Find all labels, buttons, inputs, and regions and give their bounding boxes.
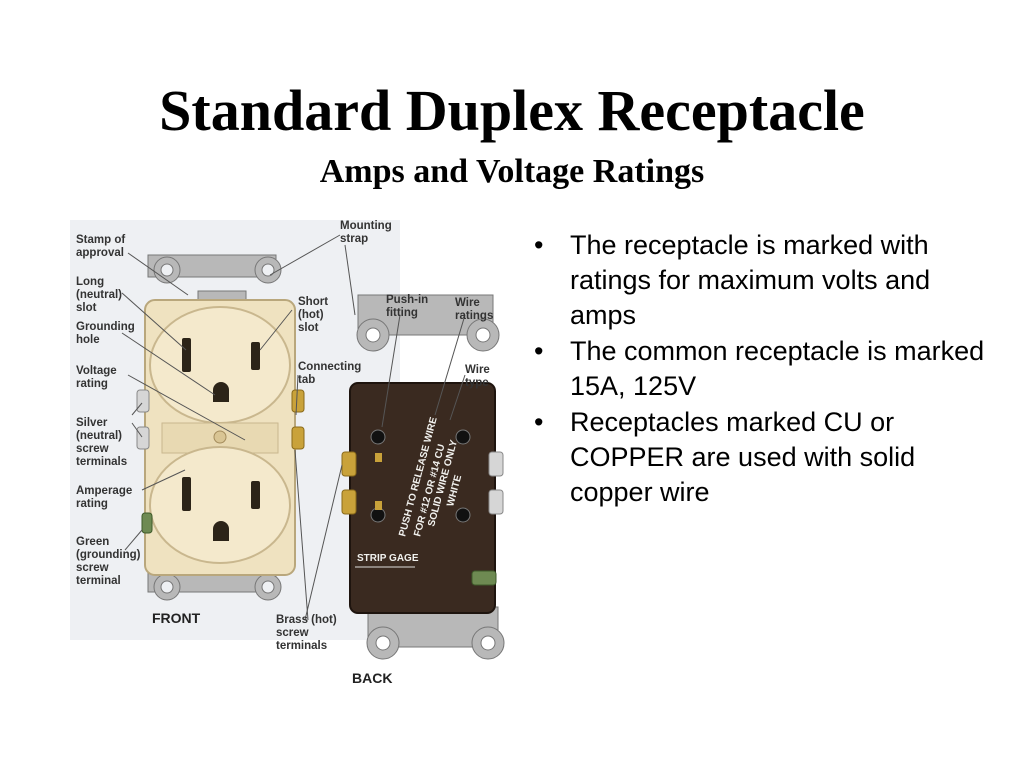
bullet-dot: • xyxy=(534,407,544,437)
label-voltage-rating: Voltage rating xyxy=(76,365,120,390)
slide-subtitle: Amps and Voltage Ratings xyxy=(319,153,705,190)
long-neutral-slot xyxy=(182,338,191,372)
silver-screw-lower xyxy=(136,426,150,450)
receptacle-diagram: PUSH TO RELEASE WIRE FOR #12 OR #14 CU S… xyxy=(70,215,520,690)
grounding-hole xyxy=(213,382,229,402)
bullet-text: The common receptacle is marked 15A, 125… xyxy=(570,336,985,401)
label-wire-ratings: Wire ratings xyxy=(455,297,493,322)
caption-back: BACK xyxy=(352,670,392,686)
green-grounding-screw xyxy=(141,512,153,534)
label-grounding-hole: Grounding hole xyxy=(76,321,138,346)
slide-title: Standard Duplex Receptacle xyxy=(159,78,865,143)
silver-screw-upper xyxy=(136,389,150,413)
diagram-labels: Stamp of approval Long (neutral) slot Gr… xyxy=(76,220,493,686)
brass-screw-lower xyxy=(291,426,305,450)
label-stamp-of-approval: Stamp of approval xyxy=(76,234,128,259)
upper-outlet-face xyxy=(149,306,291,424)
front-receptacle xyxy=(136,254,305,601)
label-wire-type: Wire type xyxy=(465,364,493,389)
label-brass-hot-terminals: Brass (hot) screw terminals xyxy=(276,614,340,652)
label-mounting-strap: Mounting strap xyxy=(340,220,395,245)
label-short-hot-slot: Short (hot) slot xyxy=(298,296,331,334)
bullet-item: • The common receptacle is marked 15A, 12… xyxy=(530,334,1000,404)
caption-front: FRONT xyxy=(152,610,201,626)
label-amperage-rating: Amperage rating xyxy=(76,485,135,510)
label-green-grounding-terminal: Green (grounding) screw terminal xyxy=(76,536,144,587)
receptacle-illustration: PUSH TO RELEASE WIRE FOR #12 OR #14 CU S… xyxy=(70,220,505,686)
brass-screw-upper xyxy=(291,389,305,413)
bullet-dot: • xyxy=(534,230,544,260)
label-push-in-fitting: Push-in fitting xyxy=(386,294,431,319)
label-silver-neutral-terminals: Silver (neutral) screw terminals xyxy=(76,417,127,468)
bullet-item: • Receptacles marked CU or COPPER are use… xyxy=(530,405,1000,510)
bullet-dot: • xyxy=(534,336,544,366)
lower-outlet-face xyxy=(149,446,291,564)
label-long-neutral-slot: Long (neutral) slot xyxy=(76,276,125,314)
leader-lines xyxy=(121,234,466,621)
back-receptacle: PUSH TO RELEASE WIRE FOR #12 OR #14 CU S… xyxy=(341,294,505,660)
bullet-list: • The receptacle is marked with ratings f… xyxy=(530,228,1000,511)
center-screw xyxy=(213,430,227,444)
bullet-item: • The receptacle is marked with ratings f… xyxy=(530,228,1000,333)
bullet-text: Receptacles marked CU or COPPER are used… xyxy=(570,407,916,507)
bullet-text: The receptacle is marked with ratings fo… xyxy=(570,230,931,330)
label-connecting-tab: Connecting tab xyxy=(298,361,364,386)
stamp-strip-gage: STRIP GAGE xyxy=(357,553,419,564)
short-hot-slot xyxy=(251,342,260,370)
